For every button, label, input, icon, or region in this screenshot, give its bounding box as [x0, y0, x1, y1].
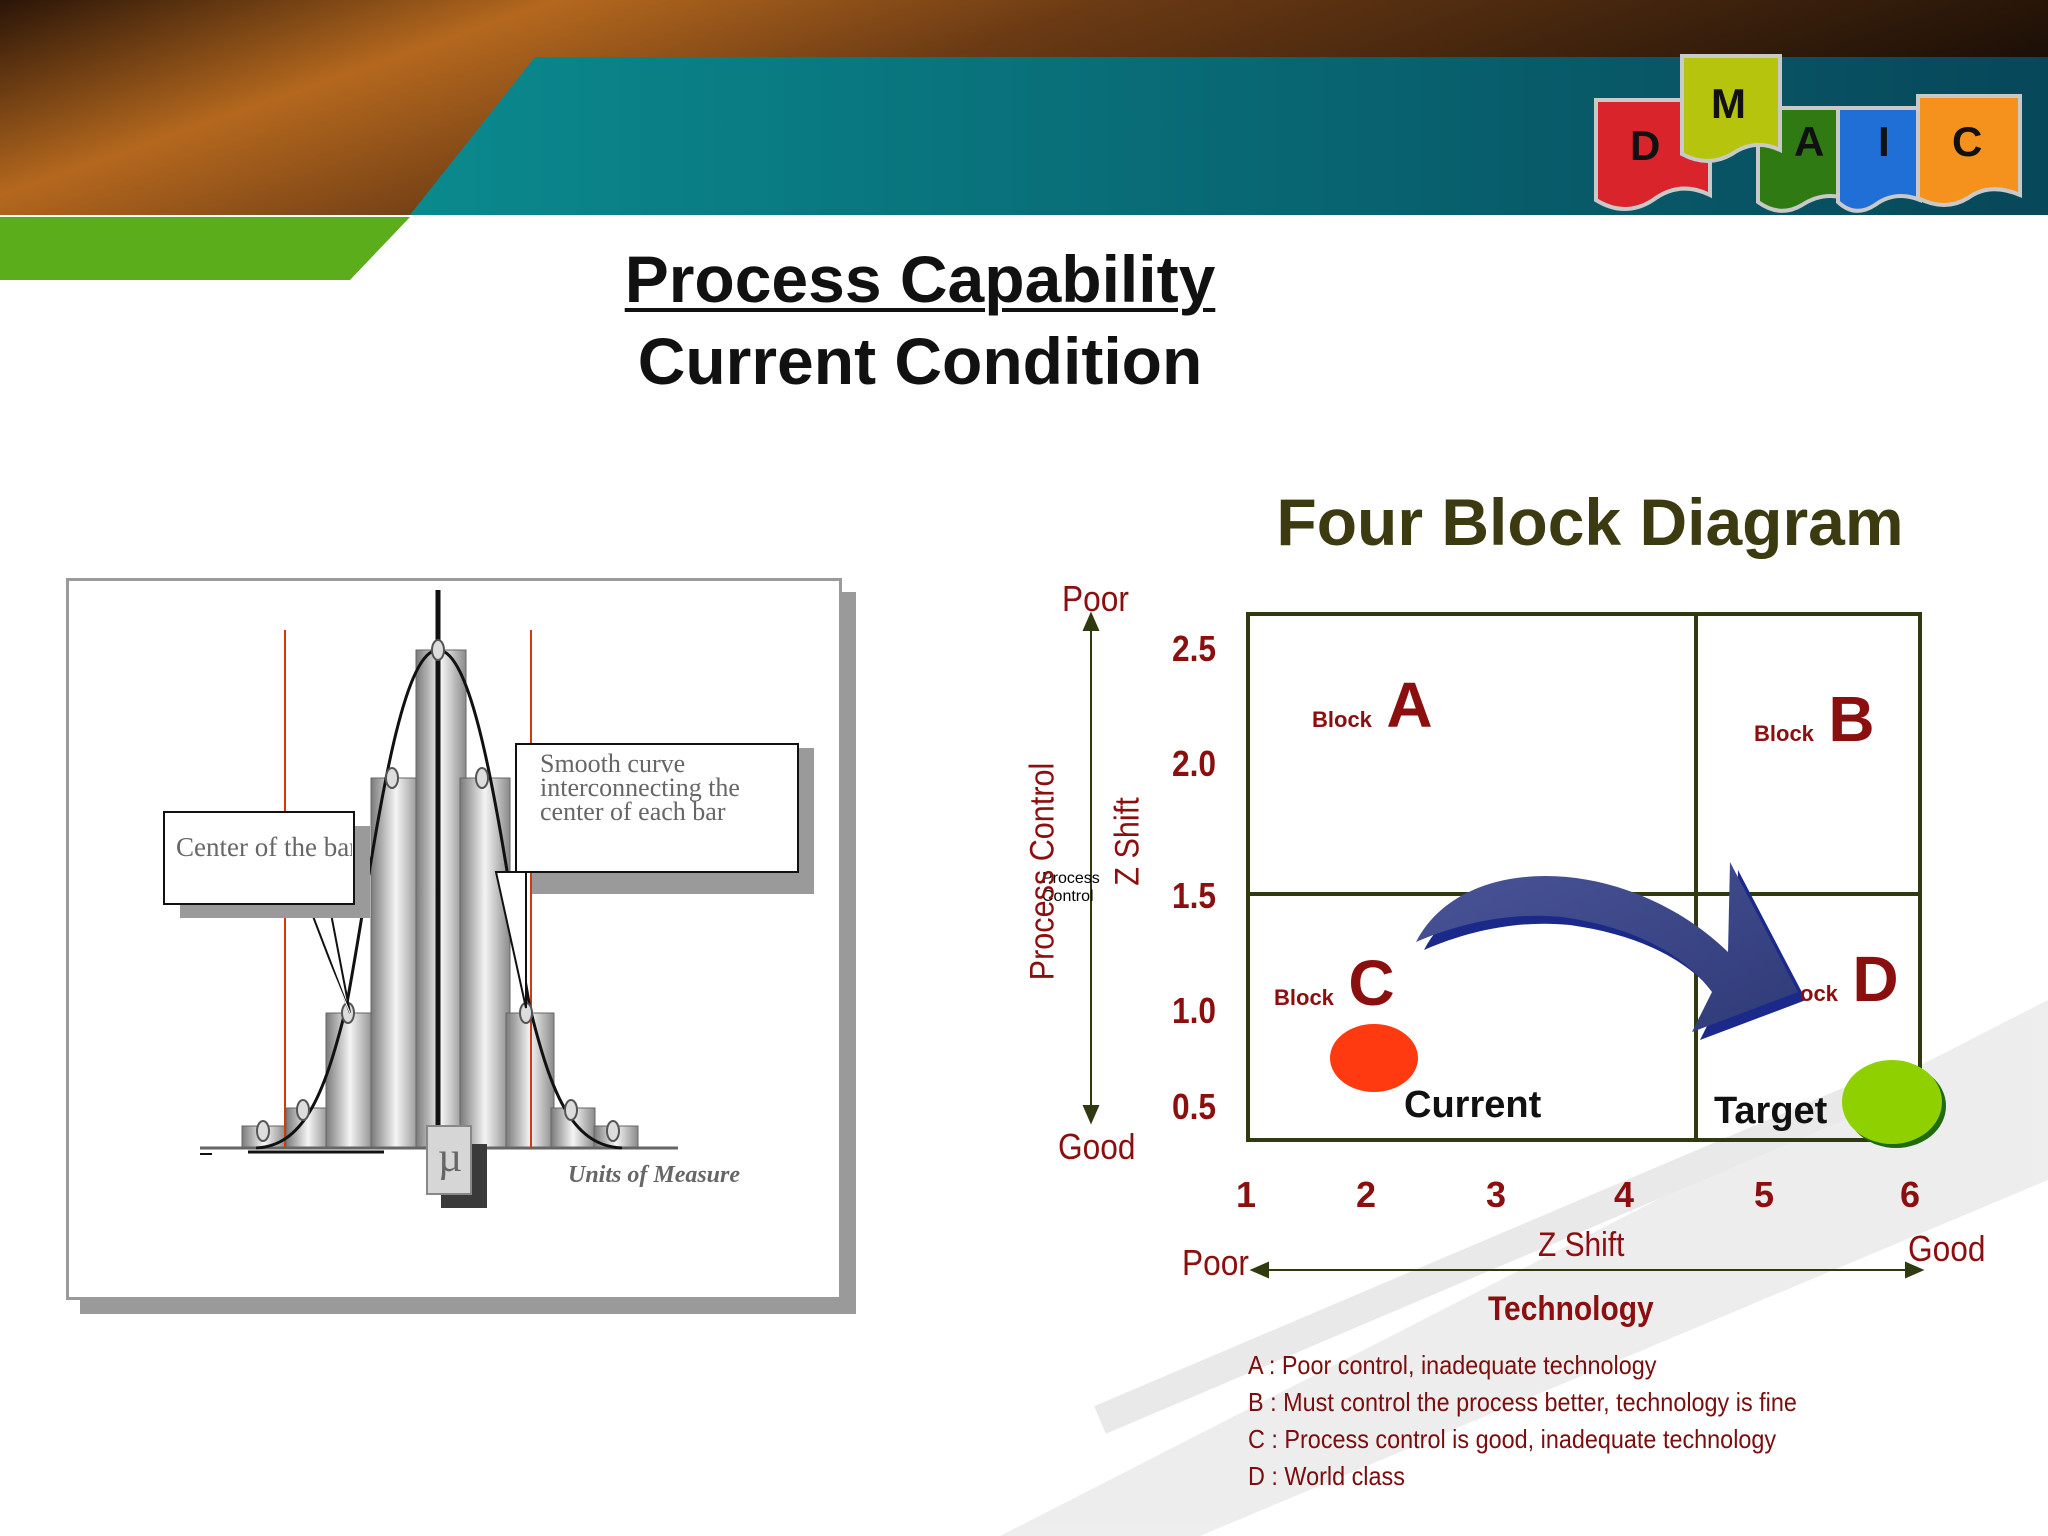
x-axis-good: Good — [1908, 1228, 1986, 1270]
x-tick-label: 5 — [1754, 1174, 1774, 1216]
block-b-letter: B — [1828, 683, 1874, 755]
legend-note-b: B : Must control the process better, tec… — [1248, 1387, 1797, 1418]
y-axis-label-text: Process Control — [1024, 759, 1063, 984]
x-tick-label: 1 — [1236, 1174, 1256, 1216]
block-a-prefix: Block — [1312, 707, 1372, 732]
block-b-label: Block B — [1754, 682, 1875, 756]
target-marker — [1842, 1060, 1942, 1144]
y-axis-sublabel: Z Shift — [1109, 788, 1148, 896]
x-tick-label: 6 — [1900, 1174, 1920, 1216]
y-tick-label: 1.0 — [1172, 990, 1216, 1032]
improvement-arrow-icon — [1416, 862, 1806, 1040]
block-d-prefix: ock — [1800, 981, 1838, 1006]
block-c-prefix: Block — [1274, 985, 1334, 1010]
target-label: Target — [1714, 1090, 1827, 1133]
block-c-letter: C — [1348, 947, 1394, 1019]
block-a-label: Block A — [1312, 668, 1433, 742]
x-tick-label: 3 — [1486, 1174, 1506, 1216]
y-axis-good: Good — [1058, 1126, 1136, 1168]
y-tick-label: 1.5 — [1172, 875, 1216, 917]
block-c-label: Block C — [1274, 946, 1395, 1020]
y-tick-label: 2.0 — [1172, 743, 1216, 785]
legend-note-a: A : Poor control, inadequate technology — [1248, 1350, 1656, 1381]
block-b-prefix: Block — [1754, 721, 1814, 746]
x-axis-label: Technology — [1488, 1290, 1654, 1329]
legend-note-d: D : World class — [1248, 1461, 1405, 1492]
x-tick-label: 2 — [1356, 1174, 1376, 1216]
y-axis-poor: Poor — [1062, 578, 1129, 620]
legend-note-c: C : Process control is good, inadequate … — [1248, 1424, 1776, 1455]
block-d-label: ock D — [1800, 942, 1899, 1016]
y-tick-label: 2.5 — [1172, 628, 1216, 670]
x-axis-poor: Poor — [1182, 1242, 1249, 1284]
block-d-letter: D — [1852, 943, 1898, 1015]
y-axis-arrow — [1084, 614, 1098, 1122]
x-tick-label: 4 — [1614, 1174, 1634, 1216]
current-marker — [1330, 1024, 1418, 1092]
x-axis-sublabel: Z Shift — [1538, 1226, 1624, 1265]
y-tick-label: 0.5 — [1172, 1086, 1216, 1128]
current-label: Current — [1404, 1084, 1541, 1127]
block-a-letter: A — [1386, 669, 1432, 741]
